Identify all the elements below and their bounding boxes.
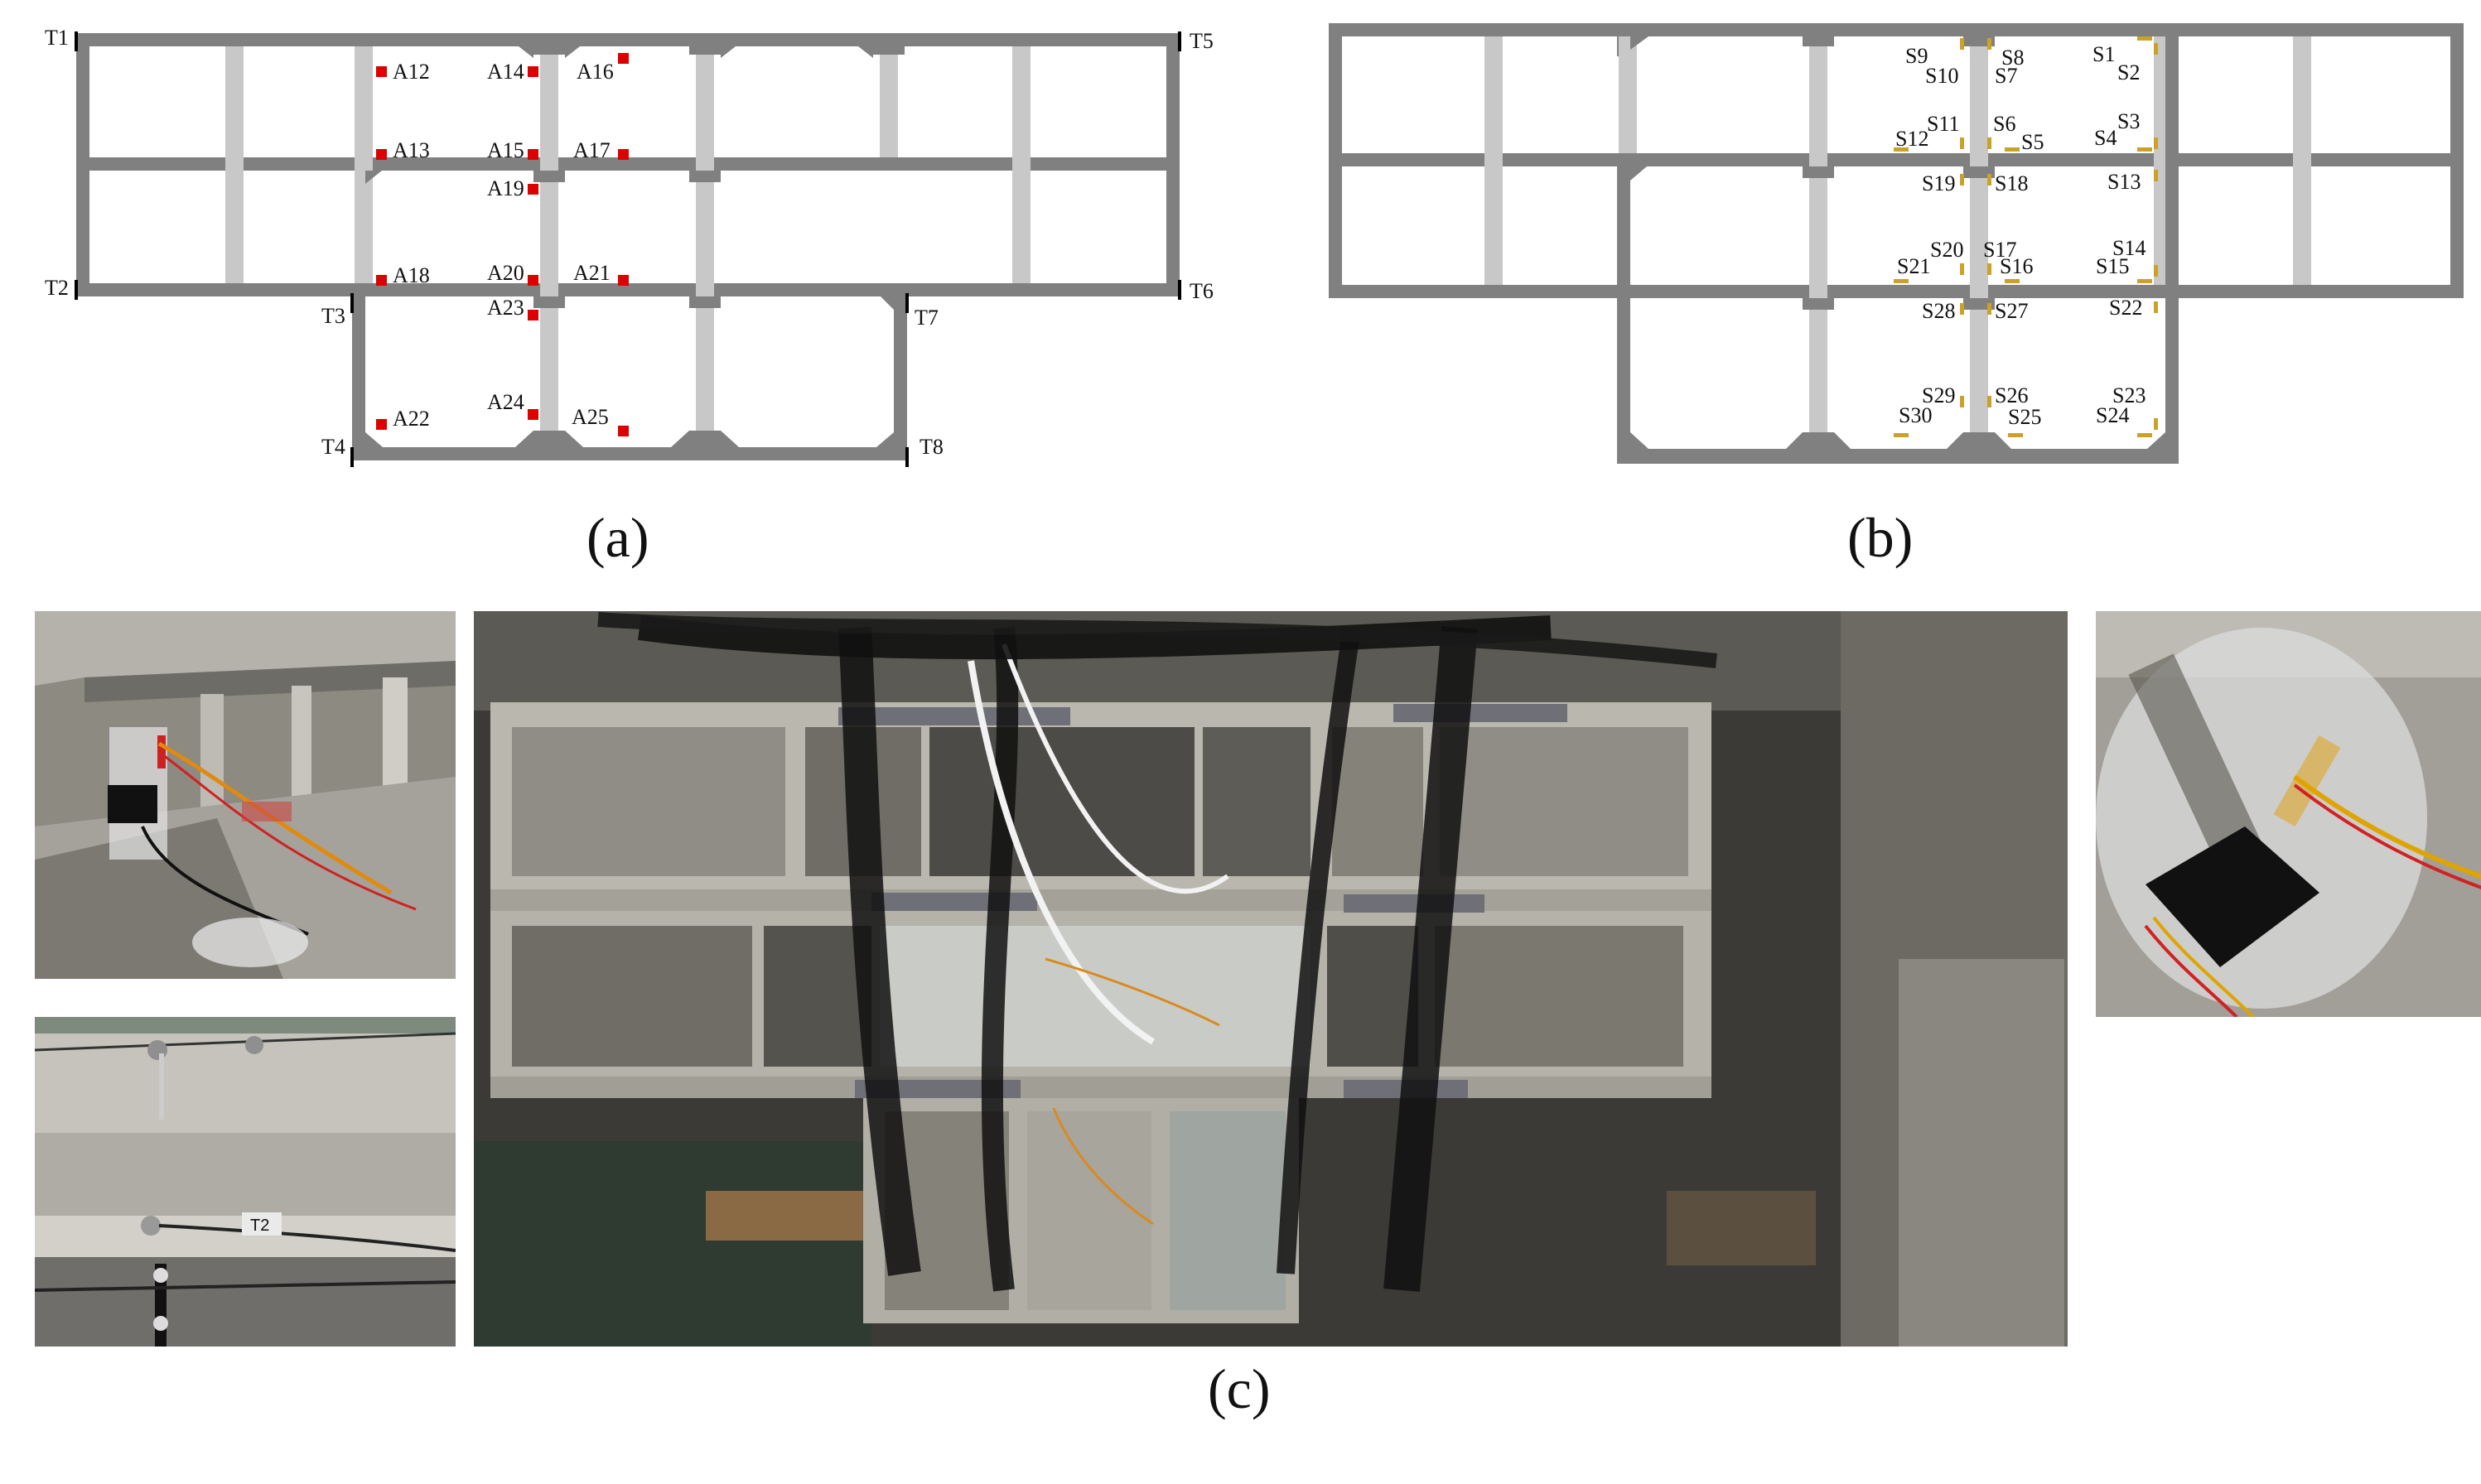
panel-a-accelerometer-labels: A12 A13 A14 A15 A16 A17 A18 A19 A20 A21 … (393, 60, 614, 431)
gauge-wrapping-photo (2096, 611, 2481, 1017)
s1-label: S1 (2092, 42, 2115, 66)
panel-b-strain-labels: S1 S2 S3 S4 S5 S6 S7 S8 S9 S10 S11 S12 S… (1895, 42, 2146, 429)
t4-label: T4 (321, 435, 345, 459)
s17-label: S17 (1983, 238, 2016, 262)
a20-label: A20 (487, 261, 524, 285)
s27-label: S27 (1995, 299, 2028, 323)
s12-label: S12 (1895, 127, 1928, 151)
s14-label: S14 (2112, 236, 2146, 260)
t8-label: T8 (920, 435, 944, 459)
s21-label: S21 (1897, 254, 1930, 278)
caption-b: (b) (1847, 506, 1914, 569)
s13-label: S13 (2107, 170, 2141, 194)
s18-label: S18 (1995, 171, 2028, 195)
s29-label: S29 (1922, 383, 1955, 407)
s30-label: S30 (1899, 403, 1932, 427)
s25-label: S25 (2008, 405, 2041, 429)
panel-b-strain-gauges (1894, 36, 2158, 437)
s9-label: S9 (1905, 44, 1928, 68)
a23-label: A23 (487, 296, 524, 320)
a17-label: A17 (573, 138, 611, 162)
t1-label: T1 (45, 26, 69, 50)
s22-label: S22 (2109, 296, 2142, 320)
caption-c: (c) (1208, 1357, 1271, 1420)
s2-label: S2 (2117, 60, 2140, 84)
a16-label: A16 (577, 60, 614, 84)
s3-label: S3 (2117, 109, 2140, 133)
s28-label: S28 (1922, 299, 1955, 323)
s20-label: S20 (1930, 238, 1963, 262)
panel-a-accelerometers (376, 53, 629, 436)
panel-a-t-labels: T1 T2 T3 T4 T5 T6 T7 T8 (45, 26, 1214, 459)
a15-label: A15 (487, 138, 524, 162)
panel-b-structure (1329, 23, 2464, 464)
s23-label: S23 (2112, 383, 2146, 407)
s24-label: S24 (2096, 403, 2129, 427)
a25-label: A25 (572, 405, 609, 429)
t7-label: T7 (915, 306, 939, 330)
t5-label: T5 (1190, 29, 1214, 53)
s15-label: S15 (2096, 254, 2129, 278)
a21-label: A21 (573, 261, 611, 285)
a19-label: A19 (487, 176, 524, 200)
a18-label: A18 (393, 263, 430, 287)
a13-label: A13 (393, 138, 430, 162)
s4-label: S4 (2094, 126, 2117, 150)
panel-a-structure (76, 33, 1180, 460)
a22-label: A22 (393, 407, 430, 431)
a24-label: A24 (487, 390, 524, 414)
s19-label: S19 (1922, 171, 1955, 195)
s5-label: S5 (2021, 130, 2044, 154)
t2-label: T2 (45, 276, 69, 300)
a14-label: A14 (487, 60, 524, 84)
sensor-detail-photo (35, 611, 456, 979)
t6-label: T6 (1190, 279, 1214, 303)
a12-label: A12 (393, 60, 430, 84)
t3-label: T3 (321, 304, 345, 328)
s8-label: S8 (2001, 46, 2024, 70)
t2-photo-tag: T2 (250, 1217, 269, 1235)
model-front-photo (474, 611, 2068, 1347)
s11-label: S11 (1927, 112, 1960, 136)
s7-label: S7 (1995, 64, 2017, 88)
caption-a: (a) (586, 506, 649, 569)
s6-label: S6 (1993, 112, 2015, 136)
s10-label: S10 (1925, 64, 1958, 88)
surface-sensor-photo: T2 (35, 1017, 456, 1347)
s16-label: S16 (2000, 254, 2033, 278)
panel-a-t-markers (75, 31, 1181, 467)
s26-label: S26 (1995, 383, 2028, 407)
